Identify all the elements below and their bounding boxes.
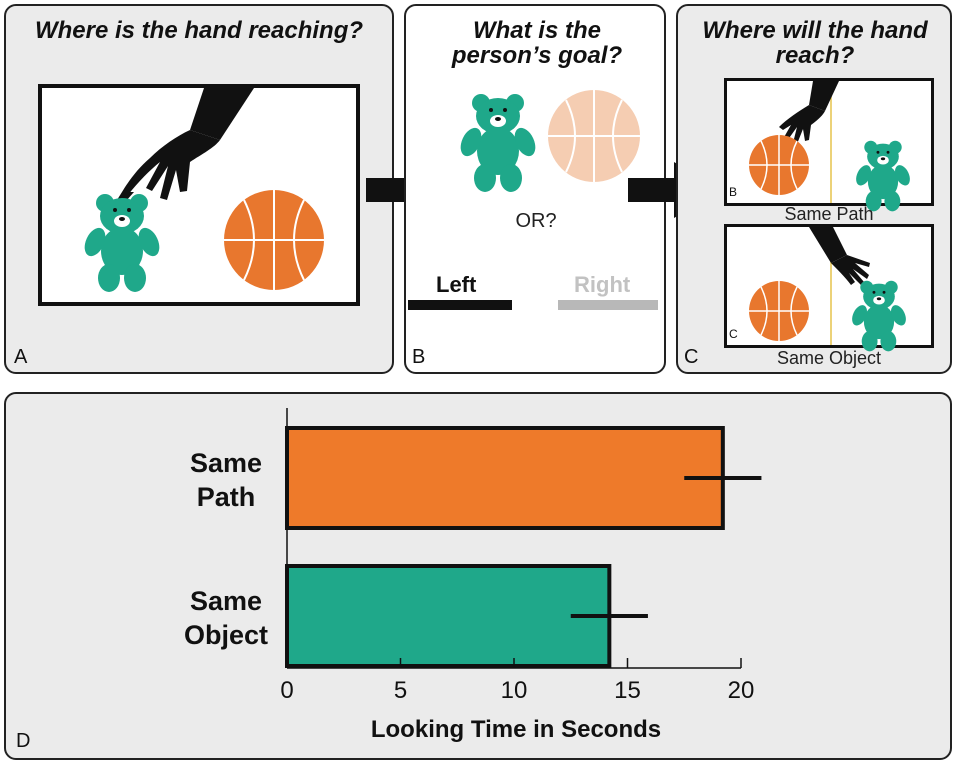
scene-same-path-art [749, 81, 910, 212]
teddy-bear-icon [852, 280, 906, 352]
panel-b: What is the person’s goal? OR? Left Rig [404, 4, 666, 374]
panel-c-title: Where will the hand reach? [702, 17, 928, 69]
x-tick-label-20: 20 [728, 677, 755, 704]
scene-same-object: C [724, 224, 934, 352]
reaching-hand-icon [779, 81, 839, 144]
same-path-caption: Same Path [784, 204, 874, 224]
right-label: Right [574, 272, 631, 297]
same-object-caption: Same Object [776, 348, 882, 368]
panel-b-letter: B [412, 346, 426, 368]
category-label-1-line-1: Same [190, 448, 262, 478]
scene-b-tag: B [729, 185, 738, 199]
basketball-icon [224, 190, 324, 290]
panel-b-title: What is the person’s goal? [451, 17, 623, 69]
teddy-bear-icon [84, 194, 160, 292]
panel-a: Where is the hand reaching? [4, 4, 394, 374]
panel-a-letter: A [14, 346, 28, 368]
scene-c-tag: C [729, 327, 738, 341]
panel-b-art [408, 90, 658, 310]
x-axis-label: Looking Time in Seconds [371, 716, 661, 743]
reaching-hand-icon [809, 227, 870, 285]
left-path-bar [408, 300, 512, 310]
teddy-bear-icon [856, 140, 910, 212]
panel-a-scene-art [84, 88, 324, 292]
basketball-icon [749, 281, 809, 341]
x-tick-label-10: 10 [501, 677, 528, 704]
panel-c-letter: C [684, 346, 699, 368]
scene-same-object-art [749, 227, 906, 352]
category-label-2-line-2: Object [184, 620, 268, 650]
panel-a-title: Where is the hand reaching? [34, 17, 364, 44]
x-tick-label-15: 15 [614, 677, 641, 704]
teddy-bear-icon [460, 94, 536, 192]
basketball-icon [749, 135, 809, 195]
x-tick-label-0: 0 [280, 677, 293, 704]
faded-basketball-icon [548, 90, 640, 182]
bar-2 [285, 564, 612, 668]
right-path-bar [558, 300, 658, 310]
panel-d-letter: D [16, 730, 31, 752]
or-label: OR? [515, 210, 557, 232]
left-label: Left [436, 272, 477, 297]
panel-c: Where will the hand reach? [676, 4, 952, 374]
category-label-2-line-1: Same [190, 586, 262, 616]
scene-same-path: B [724, 78, 934, 212]
category-label-1-line-2: Path [197, 482, 256, 512]
x-tick-label-5: 5 [394, 677, 407, 704]
bar-1 [285, 426, 725, 530]
panel-a-scene [38, 84, 360, 306]
